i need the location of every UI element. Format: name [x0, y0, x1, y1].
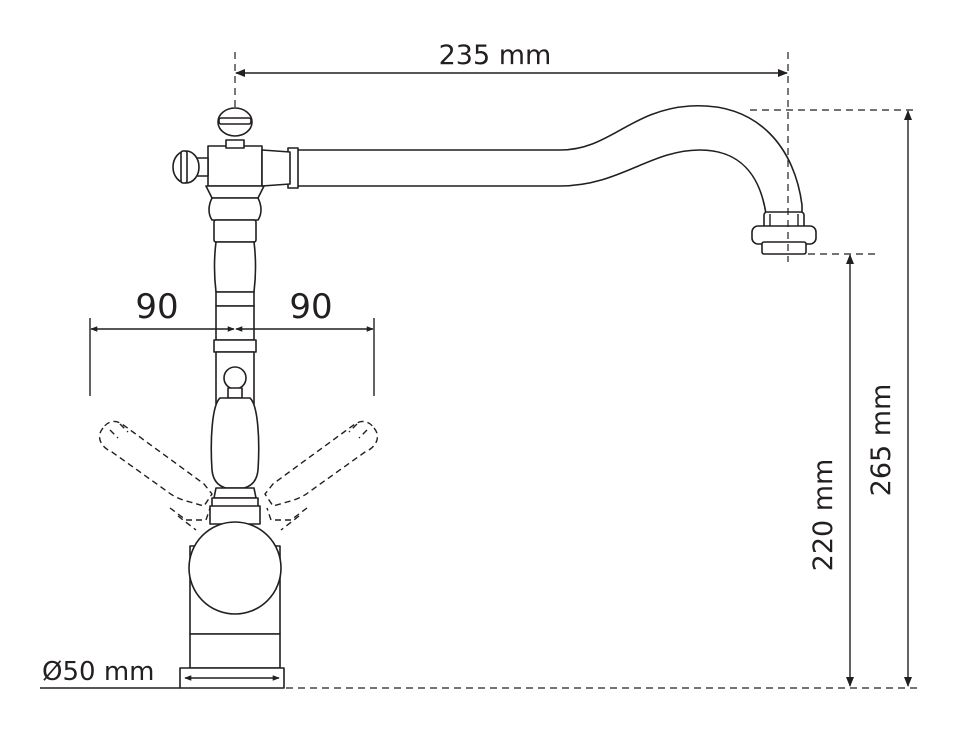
- handle-swing-dimension: 90 90: [89, 287, 375, 396]
- spout-reach-dimension: 235 mm: [234, 40, 789, 262]
- base-diameter-dimension: Ø50 mm: [40, 657, 280, 689]
- spout-reach-label: 235 mm: [439, 40, 552, 71]
- total-height-label: 265 mm: [866, 384, 897, 497]
- spout: [289, 105, 803, 215]
- handle-swing-left-ghost: [98, 420, 213, 531]
- handle-swing-left-label: 90: [135, 287, 178, 327]
- handle-swing-right-ghost: [264, 420, 379, 531]
- base-diameter-label: Ø50 mm: [42, 657, 154, 687]
- total-height-dimension: 265 mm: [750, 109, 918, 687]
- handle-swing-right-label: 90: [289, 287, 332, 327]
- faucet-outline: [98, 105, 817, 689]
- aerator: [751, 211, 817, 255]
- spout-clearance-dimension: 220 mm: [808, 253, 880, 687]
- lever-handle: [210, 366, 260, 509]
- valve-head: [172, 107, 291, 199]
- spout-clearance-label: 220 mm: [808, 459, 839, 572]
- body: [179, 505, 285, 689]
